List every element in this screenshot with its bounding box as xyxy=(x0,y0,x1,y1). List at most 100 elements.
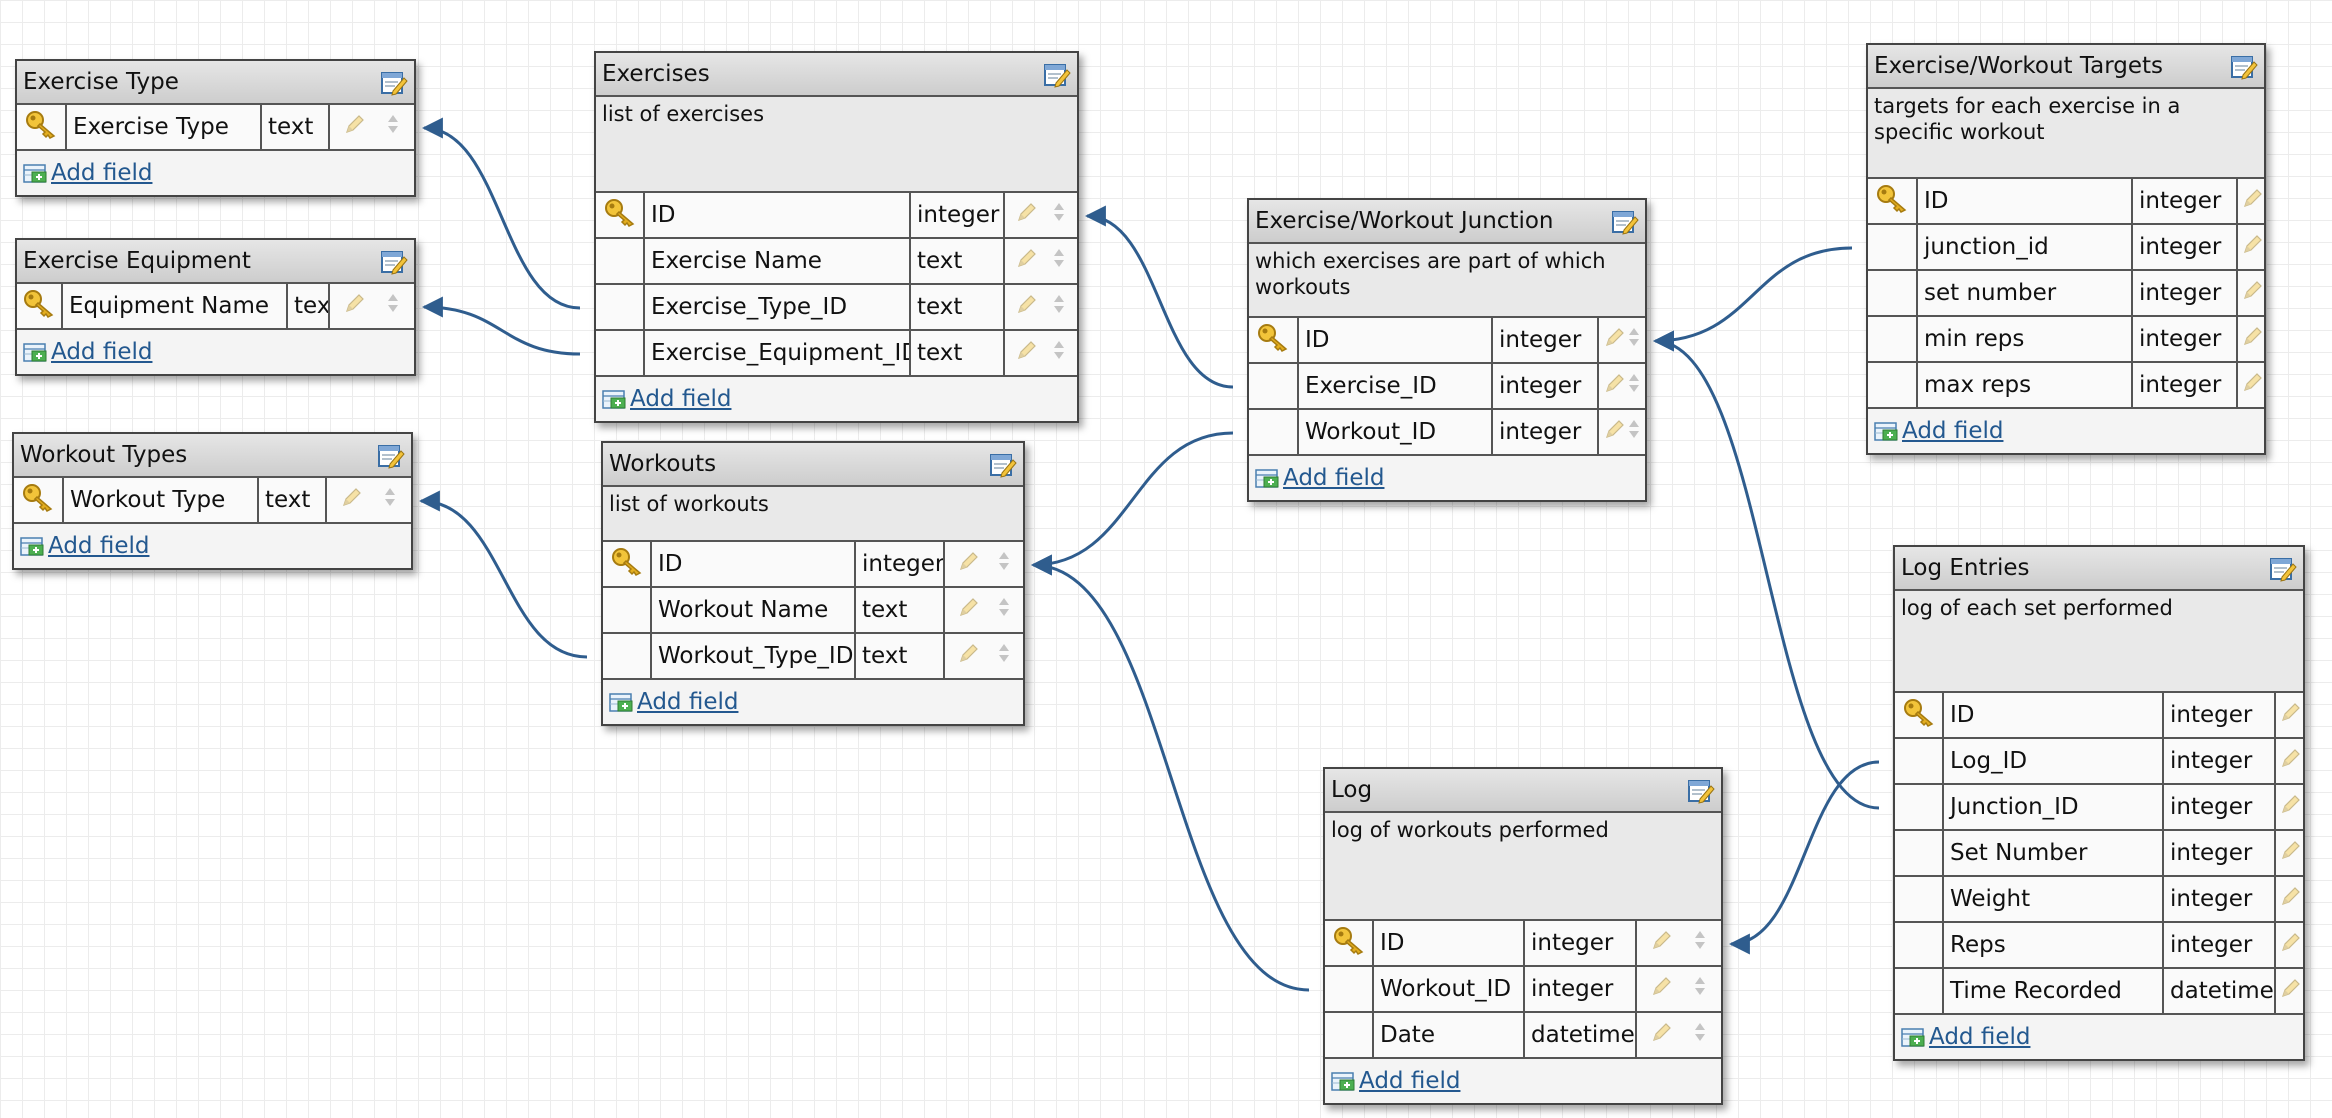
add-field-link[interactable]: Add field xyxy=(1902,418,2004,444)
reorder-arrows-icon[interactable] xyxy=(383,486,397,514)
reorder-arrows-icon[interactable] xyxy=(2302,701,2303,729)
pencil-icon[interactable] xyxy=(2242,325,2264,353)
pencil-icon[interactable] xyxy=(1016,247,1038,275)
edit-table-icon[interactable] xyxy=(2230,53,2258,81)
pencil-icon[interactable] xyxy=(958,642,980,670)
edit-table-icon[interactable] xyxy=(1611,208,1639,236)
add-field-icon[interactable] xyxy=(1255,467,1281,489)
edit-table-icon[interactable] xyxy=(380,248,408,276)
add-field-icon[interactable] xyxy=(1331,1070,1357,1092)
pencil-icon[interactable] xyxy=(2242,371,2264,399)
pencil-icon[interactable] xyxy=(1016,339,1038,367)
add-field-icon[interactable] xyxy=(1901,1026,1927,1048)
add-field-link[interactable]: Add field xyxy=(637,689,739,715)
pencil-icon[interactable] xyxy=(1604,326,1626,354)
reorder-arrows-icon[interactable] xyxy=(1627,372,1641,400)
reorder-arrows-icon[interactable] xyxy=(1627,418,1641,446)
reorder-arrows-icon[interactable] xyxy=(1052,339,1066,367)
reorder-arrows-icon[interactable] xyxy=(997,550,1011,578)
reorder-arrows-icon[interactable] xyxy=(1052,201,1066,229)
pencil-icon[interactable] xyxy=(2242,187,2264,215)
pencil-icon[interactable] xyxy=(1016,293,1038,321)
table-header[interactable]: Workout Types xyxy=(14,434,411,478)
reorder-arrows-icon[interactable] xyxy=(2302,793,2303,821)
add-field-icon[interactable] xyxy=(23,162,49,184)
reorder-arrows-icon[interactable] xyxy=(1052,247,1066,275)
reorder-arrows-icon[interactable] xyxy=(386,292,400,320)
pencil-icon[interactable] xyxy=(1604,372,1626,400)
pencil-icon[interactable] xyxy=(2280,931,2302,959)
add-field-link[interactable]: Add field xyxy=(51,339,153,365)
edit-table-icon[interactable] xyxy=(2269,555,2297,583)
pencil-icon[interactable] xyxy=(2280,885,2302,913)
pencil-icon[interactable] xyxy=(958,596,980,624)
pencil-icon[interactable] xyxy=(2242,233,2264,261)
add-field-link[interactable]: Add field xyxy=(630,386,732,412)
table-header[interactable]: Exercise Equipment xyxy=(17,240,414,284)
pencil-icon[interactable] xyxy=(2280,793,2302,821)
pencil-icon[interactable] xyxy=(1016,201,1038,229)
pencil-icon[interactable] xyxy=(2280,977,2302,1005)
table-header[interactable]: Exercises xyxy=(596,53,1077,97)
edit-table-icon[interactable] xyxy=(377,442,405,470)
edit-table-icon[interactable] xyxy=(380,69,408,97)
reorder-arrows-icon[interactable] xyxy=(997,642,1011,670)
edit-table-icon[interactable] xyxy=(1043,61,1071,89)
reorder-arrows-icon[interactable] xyxy=(2302,977,2303,1005)
pencil-icon[interactable] xyxy=(2280,747,2302,775)
pencil-icon[interactable] xyxy=(344,292,366,320)
pencil-icon[interactable] xyxy=(1604,418,1626,446)
pencil-icon[interactable] xyxy=(1651,929,1673,957)
reorder-arrows-icon[interactable] xyxy=(2302,931,2303,959)
pencil-icon[interactable] xyxy=(2280,701,2302,729)
reorder-arrows-icon[interactable] xyxy=(1052,293,1066,321)
add-field-link[interactable]: Add field xyxy=(1929,1024,2031,1050)
add-field-link[interactable]: Add field xyxy=(48,533,150,559)
pencil-icon[interactable] xyxy=(1651,975,1673,1003)
table-header[interactable]: Log xyxy=(1325,769,1721,813)
reorder-arrows-icon[interactable] xyxy=(1693,929,1707,957)
pencil-icon[interactable] xyxy=(341,486,363,514)
add-field-icon[interactable] xyxy=(609,691,635,713)
edit-table-icon[interactable] xyxy=(1687,777,1715,805)
pencil-icon[interactable] xyxy=(958,550,980,578)
pencil-icon[interactable] xyxy=(2280,839,2302,867)
table-header[interactable]: Workouts xyxy=(603,443,1023,487)
reorder-arrows-icon[interactable] xyxy=(997,596,1011,624)
add-field-icon[interactable] xyxy=(23,341,49,363)
add-field-icon[interactable] xyxy=(20,535,46,557)
add-field-link[interactable]: Add field xyxy=(1359,1068,1461,1094)
pencil-icon[interactable] xyxy=(2242,279,2264,307)
reorder-arrows-icon[interactable] xyxy=(1693,975,1707,1003)
